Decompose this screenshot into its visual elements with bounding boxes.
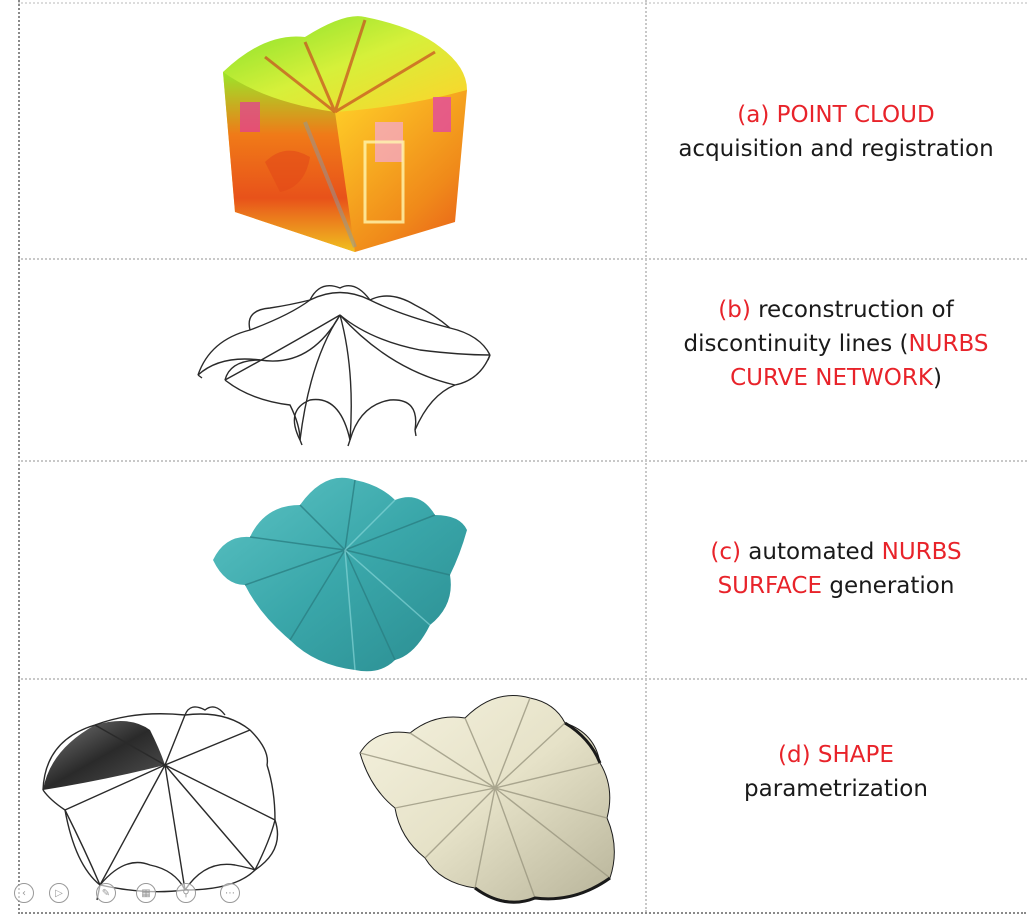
caption-c-surface: SURFACE (717, 573, 823, 599)
caption-b: (b) reconstruction of discontinuity line… (647, 293, 1025, 395)
caption-b-label: (b) (718, 297, 751, 323)
pen-icon[interactable]: ✎ (96, 883, 116, 903)
zoom-icon[interactable]: ⚲ (176, 883, 196, 903)
point-cloud-model (223, 16, 467, 252)
curve-network-wireframe (197, 285, 491, 447)
figure-frame (18, 0, 1026, 914)
column-divider (645, 0, 647, 912)
caption-b-text-1: reconstruction of (750, 297, 954, 323)
shape-parametrization-wireframe (42, 706, 279, 901)
caption-d-title: (d) SHAPE (778, 742, 894, 768)
caption-d: (d) SHAPE parametrization (647, 738, 1025, 806)
more-icon[interactable]: ⋯ (220, 883, 240, 903)
caption-b-text-3: ) (932, 365, 942, 391)
caption-c-nurbs: NURBS (881, 539, 962, 565)
caption-c-text-2: generation (822, 573, 955, 599)
grid-icon[interactable]: ▦ (136, 883, 156, 903)
caption-b-text-2: discontinuity lines ( (683, 331, 909, 357)
caption-b-nurbs: NURBS (908, 331, 989, 357)
caption-a-subtitle: acquisition and registration (678, 136, 994, 162)
caption-c-text-1: automated (740, 539, 882, 565)
row-divider (18, 678, 1027, 680)
caption-c-label: (c) (710, 539, 741, 565)
caption-b-network: CURVE NETWORK (730, 365, 933, 391)
caption-a-title: (a) POINT CLOUD (737, 102, 935, 128)
caption-d-subtitle: parametrization (744, 776, 928, 802)
caption-c: (c) automated NURBS SURFACE generation (647, 535, 1025, 603)
nurbs-surface (213, 477, 467, 672)
shape-parametrization-surface (359, 695, 615, 904)
prev-icon[interactable]: ‹ (14, 883, 34, 903)
row-divider (18, 2, 1027, 4)
play-icon[interactable]: ▷ (49, 883, 69, 903)
row-divider (18, 258, 1027, 260)
row-divider (18, 460, 1027, 462)
caption-a: (a) POINT CLOUD acquisition and registra… (647, 98, 1025, 166)
